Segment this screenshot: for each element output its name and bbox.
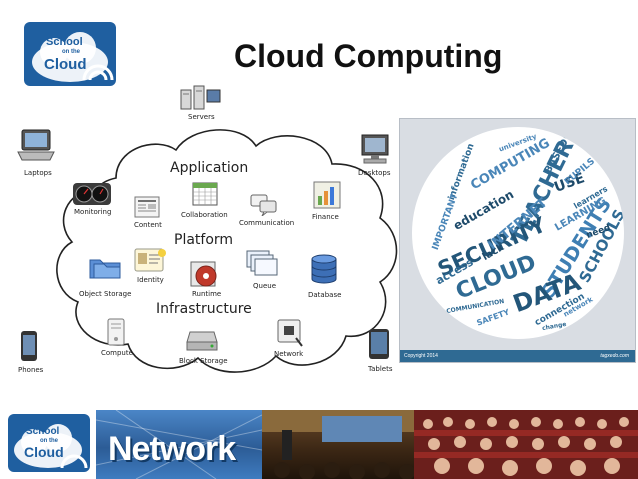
word-cloud-circle: TEACHERS SECURITY CLOUD STUDENTS DATA SC… <box>412 127 624 339</box>
database-label: Database <box>308 291 342 299</box>
block-storage-label: Block Storage <box>179 357 228 365</box>
finance-label: Finance <box>312 213 339 221</box>
banner-logo: School on the Cloud <box>8 414 90 472</box>
word-cloud-footer <box>400 350 635 362</box>
banner-network-text: Network <box>108 430 236 468</box>
laptops-label: Laptops <box>24 169 52 177</box>
bottom-banner: School on the Cloud Network <box>0 410 638 479</box>
network-label: Network <box>274 350 304 358</box>
block-storage-icon <box>186 331 218 351</box>
logo-line2: on the <box>62 49 80 55</box>
content-label: Content <box>134 221 162 229</box>
communication-icon <box>250 194 277 216</box>
desktops-label: Desktops <box>358 169 391 177</box>
identity-icon <box>134 248 166 272</box>
object-storage-label: Object Storage <box>79 290 132 298</box>
compute-label: Compute <box>101 349 133 357</box>
queue-label: Queue <box>253 282 276 290</box>
finance-icon <box>313 181 341 209</box>
logo-line1: School <box>46 36 83 48</box>
monitoring-label: Monitoring <box>74 208 112 216</box>
banner-logo-line2: on the <box>40 438 58 444</box>
phones-label: Phones <box>18 366 44 374</box>
section-application: Application <box>170 160 249 176</box>
identity-label: Identity <box>137 276 164 284</box>
word-cloud-brand: tagxedo.com <box>600 353 629 359</box>
page-title: Cloud Computing <box>234 38 503 74</box>
servers-label: Servers <box>188 113 215 121</box>
section-platform: Platform <box>174 232 234 248</box>
runtime-label: Runtime <box>192 290 222 298</box>
runtime-icon <box>190 261 217 287</box>
database-icon <box>311 254 337 284</box>
network-icon <box>277 319 303 347</box>
tablet-icon <box>369 329 389 359</box>
word-cloud-image: TEACHERS SECURITY CLOUD STUDENTS DATA SC… <box>399 118 636 363</box>
servers-icon <box>180 85 221 110</box>
banner-network-panel: Network <box>96 410 262 479</box>
desktop-icon <box>361 134 389 164</box>
phone-icon <box>21 331 37 361</box>
laptop-icon <box>17 129 55 161</box>
collaboration-icon <box>192 182 218 206</box>
section-infrastructure: Infrastructure <box>156 301 252 317</box>
queue-icon <box>246 250 278 276</box>
banner-photo-conference <box>262 410 414 479</box>
logo-line3: Cloud <box>44 56 87 73</box>
communication-label: Communication <box>239 219 295 227</box>
banner-logo-line3: Cloud <box>24 444 64 460</box>
collaboration-label: Collaboration <box>181 211 228 219</box>
object-storage-icon <box>89 259 121 279</box>
content-icon <box>134 196 160 218</box>
school-on-the-cloud-logo: School on the Cloud <box>24 22 116 86</box>
tablets-label: Tablets <box>368 365 393 373</box>
cloud-outline <box>56 129 398 373</box>
banner-logo-line1: School <box>26 426 60 437</box>
word-cloud-copyright: Copyright 2014 <box>404 353 438 359</box>
word-cloud-word: SAFETY <box>475 307 511 328</box>
banner-photo-audience <box>414 410 638 479</box>
monitoring-icon <box>73 183 111 205</box>
compute-icon <box>107 318 125 346</box>
banner-logo-panel: School on the Cloud <box>0 410 96 479</box>
